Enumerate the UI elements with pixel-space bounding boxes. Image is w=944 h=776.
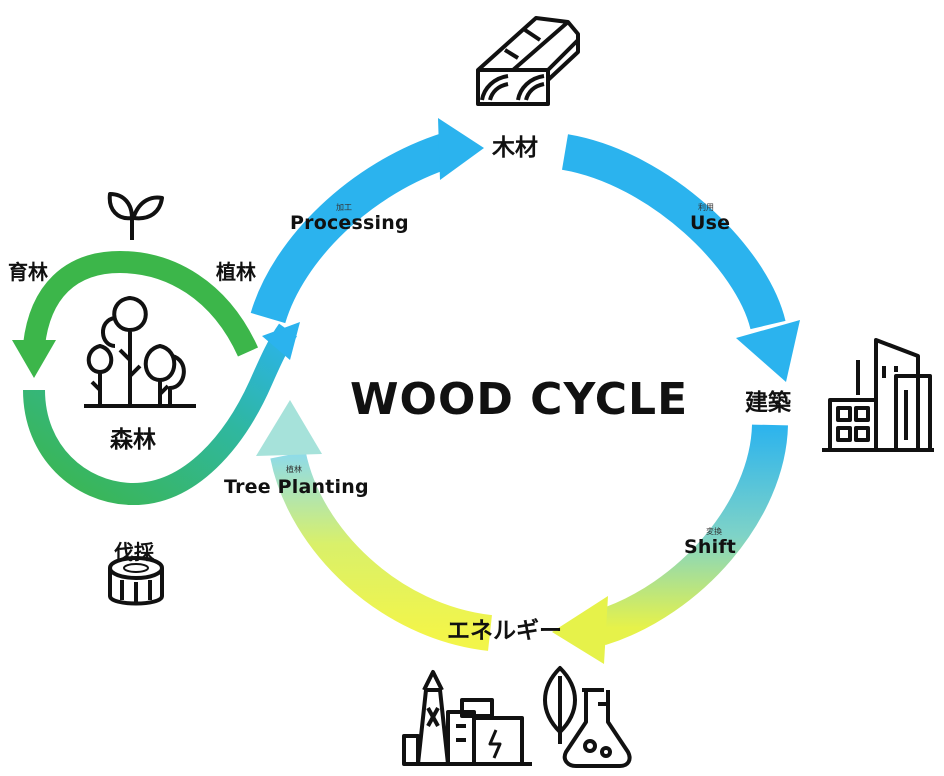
- node-harvest: 伐採: [114, 540, 154, 564]
- node-wood: 木材: [492, 135, 538, 161]
- node-energy: エネルギー: [447, 618, 562, 644]
- processing-ruby: 加工: [336, 203, 352, 212]
- tree-planting-label: Tree Planting: [224, 476, 369, 498]
- shift-arrow: [552, 423, 788, 664]
- node-nurture: 育林: [8, 260, 48, 284]
- node-forest: 森林: [110, 427, 156, 453]
- use-label: Use: [690, 212, 731, 234]
- node-plant: 植林: [216, 260, 256, 284]
- bio-flask-icon: [543, 666, 632, 768]
- diagram-title: WOOD CYCLE: [350, 374, 689, 425]
- processing-label: Processing: [290, 212, 409, 234]
- log-stump-icon: [108, 556, 164, 606]
- shift-ruby: 変換: [706, 527, 722, 536]
- forest-trees-icon: [84, 296, 196, 408]
- use-ruby: 利用: [698, 203, 714, 212]
- tree-planting-ruby: 植林: [286, 465, 302, 474]
- timber-icon: [476, 16, 580, 106]
- use-arrow: [561, 134, 800, 382]
- processing-arrow: [250, 118, 484, 324]
- forest-loop: [12, 250, 300, 506]
- node-building: 建築: [745, 390, 791, 416]
- buildings-icon: [822, 338, 934, 452]
- tree-planting-arrow: [256, 400, 493, 651]
- sprout-icon: [107, 192, 164, 240]
- factory-icon: [402, 670, 532, 766]
- shift-label: Shift: [684, 536, 737, 558]
